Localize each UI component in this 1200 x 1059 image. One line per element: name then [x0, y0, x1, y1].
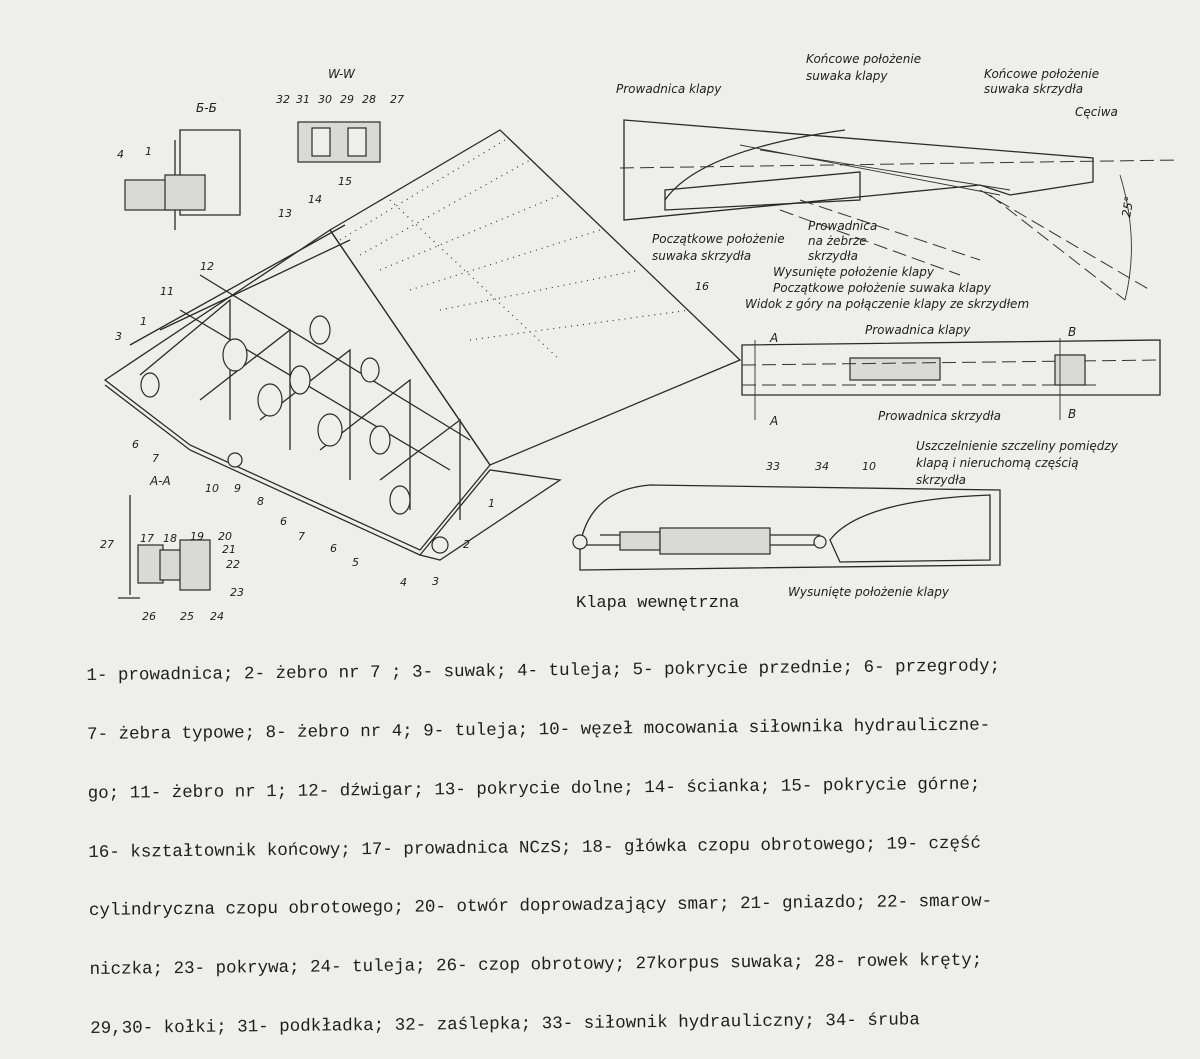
svg-text:Wysunięte położenie klapy: Wysunięte położenie klapy — [788, 585, 950, 599]
svg-text:Uszczelnienie szczeliny pomięd: Uszczelnienie szczeliny pomiędzy — [916, 439, 1119, 453]
svg-text:3: 3 — [115, 330, 122, 343]
svg-text:Klapa wewnętrzna: Klapa wewnętrzna — [576, 594, 739, 613]
svg-text:Prowadnica klapy: Prowadnica klapy — [865, 323, 971, 337]
svg-text:27: 27 — [390, 93, 404, 106]
svg-text:7: 7 — [298, 530, 305, 543]
svg-text:na żebrze: na żebrze — [808, 234, 867, 248]
svg-text:A: A — [769, 331, 778, 345]
svg-text:Końcowe położenie: Końcowe położenie — [984, 67, 1099, 81]
section-bb: Б-Б 4 1 — [117, 101, 241, 230]
svg-text:32: 32 — [276, 93, 290, 106]
svg-text:6: 6 — [132, 438, 139, 451]
upper-skin — [329, 129, 742, 466]
svg-text:Б-Б: Б-Б — [196, 101, 217, 115]
svg-text:21: 21 — [222, 543, 236, 556]
svg-text:suwaka skrzydła: suwaka skrzydła — [652, 249, 751, 263]
caption-line: go; 11- żebro nr 1; 12- dźwigar; 13- pok… — [87, 774, 981, 804]
svg-text:34: 34 — [815, 460, 829, 473]
svg-text:Końcowe położenie: Końcowe położenie — [806, 52, 921, 66]
side-view-labels: Końcowe położenie suwaka klapy Końcowe p… — [616, 52, 1137, 295]
svg-text:suwaka klapy: suwaka klapy — [806, 69, 888, 83]
svg-text:27: 27 — [100, 538, 114, 551]
svg-text:5: 5 — [352, 556, 359, 569]
svg-text:7: 7 — [152, 452, 159, 465]
svg-text:11: 11 — [160, 285, 174, 298]
svg-text:1: 1 — [488, 497, 495, 510]
svg-text:14: 14 — [308, 193, 322, 206]
caption-line: 7- żebra typowe; 8- żebro nr 4; 9- tulej… — [87, 715, 991, 745]
svg-text:Wysunięte położenie klapy: Wysunięte położenie klapy — [773, 265, 935, 279]
svg-text:16: 16 — [695, 280, 709, 293]
svg-text:4: 4 — [117, 148, 124, 161]
svg-text:suwaka skrzydła: suwaka skrzydła — [984, 82, 1083, 96]
svg-text:12: 12 — [200, 260, 214, 273]
svg-text:25°: 25° — [1119, 195, 1136, 218]
svg-text:Cęciwa: Cęciwa — [1075, 105, 1118, 119]
flap-structure-drawing — [103, 129, 742, 561]
svg-text:Prowadnica klapy: Prowadnica klapy — [616, 82, 722, 96]
svg-text:skrzydła: skrzydła — [916, 473, 966, 487]
section-aa: A-A 27 17 18 19 20 21 22 23 24 25 26 — [100, 474, 244, 623]
svg-text:W-W: W-W — [328, 67, 356, 81]
svg-text:33: 33 — [766, 460, 780, 473]
svg-text:Początkowe położenie: Początkowe położenie — [652, 232, 785, 246]
legend-caption: 1- prowadnica; 2- żebro nr 7 ; 3- suwak;… — [86, 617, 1130, 1059]
svg-text:Początkowe położenie suwaka kl: Początkowe położenie suwaka klapy — [773, 281, 992, 295]
svg-text:6: 6 — [330, 542, 337, 555]
main-callouts: 1 2 3 4 5 6 7 8 9 10 11 12 13 14 15 16 3… — [115, 175, 709, 589]
svg-text:26: 26 — [142, 610, 156, 623]
svg-text:30: 30 — [318, 93, 332, 106]
svg-text:B: B — [1068, 325, 1076, 339]
svg-text:13: 13 — [278, 207, 292, 220]
flap-diagram: 1 2 3 4 5 6 7 8 9 10 11 12 13 14 15 16 3… — [100, 52, 1181, 623]
svg-text:B: B — [1068, 407, 1076, 421]
caption-line: niczka; 23- pokrywa; 24- tuleja; 26- czo… — [89, 950, 983, 981]
top-view: Widok z góry na połączenie klapy ze skrz… — [741, 297, 1161, 428]
svg-text:1: 1 — [140, 315, 147, 328]
section-ww: W-W 32 31 30 29 28 27 — [276, 67, 404, 163]
svg-text:Widok z góry na połączenie kla: Widok z góry na połączenie klapy ze skrz… — [745, 297, 1029, 311]
svg-text:9: 9 — [234, 482, 241, 495]
svg-text:29: 29 — [340, 93, 354, 106]
svg-text:klapą i nieruchomą częścią: klapą i nieruchomą częścią — [916, 456, 1079, 470]
svg-text:20: 20 — [218, 530, 232, 543]
svg-text:19: 19 — [190, 530, 204, 543]
svg-text:10: 10 — [205, 482, 219, 495]
svg-text:22: 22 — [226, 558, 240, 571]
caption-line: 29,30- kołki; 31- podkładka; 32- zaślepk… — [90, 1010, 920, 1039]
svg-text:2: 2 — [463, 538, 470, 551]
svg-text:28: 28 — [362, 93, 376, 106]
svg-text:18: 18 — [163, 532, 177, 545]
caption-line: cylindryczna czopu obrotowego; 20- otwór… — [88, 891, 993, 922]
svg-text:4: 4 — [400, 576, 407, 589]
svg-text:A-A: A-A — [149, 474, 171, 488]
svg-text:3: 3 — [432, 575, 439, 588]
svg-text:8: 8 — [257, 495, 264, 508]
caption-line: 16- kształtownik końcowy; 17- prowadnica… — [88, 833, 982, 863]
svg-text:1: 1 — [145, 145, 152, 158]
svg-text:Prowadnica: Prowadnica — [808, 219, 877, 233]
svg-text:17: 17 — [140, 532, 154, 545]
side-view-drawing — [619, 119, 1181, 301]
svg-text:24: 24 — [210, 610, 224, 623]
svg-text:skrzydła: skrzydła — [808, 249, 858, 263]
svg-text:10: 10 — [862, 460, 876, 473]
svg-text:A: A — [769, 414, 778, 428]
svg-text:6: 6 — [280, 515, 287, 528]
svg-text:25: 25 — [180, 610, 194, 623]
svg-text:15: 15 — [338, 175, 352, 188]
flap-actuator-view: Uszczelnienie szczeliny pomiędzy klapą i… — [572, 439, 1119, 613]
caption-line: 1- prowadnica; 2- żebro nr 7 ; 3- suwak;… — [86, 656, 1001, 687]
svg-text:23: 23 — [230, 586, 244, 599]
svg-text:31: 31 — [296, 93, 310, 106]
svg-text:Prowadnica skrzydła: Prowadnica skrzydła — [878, 409, 1001, 423]
